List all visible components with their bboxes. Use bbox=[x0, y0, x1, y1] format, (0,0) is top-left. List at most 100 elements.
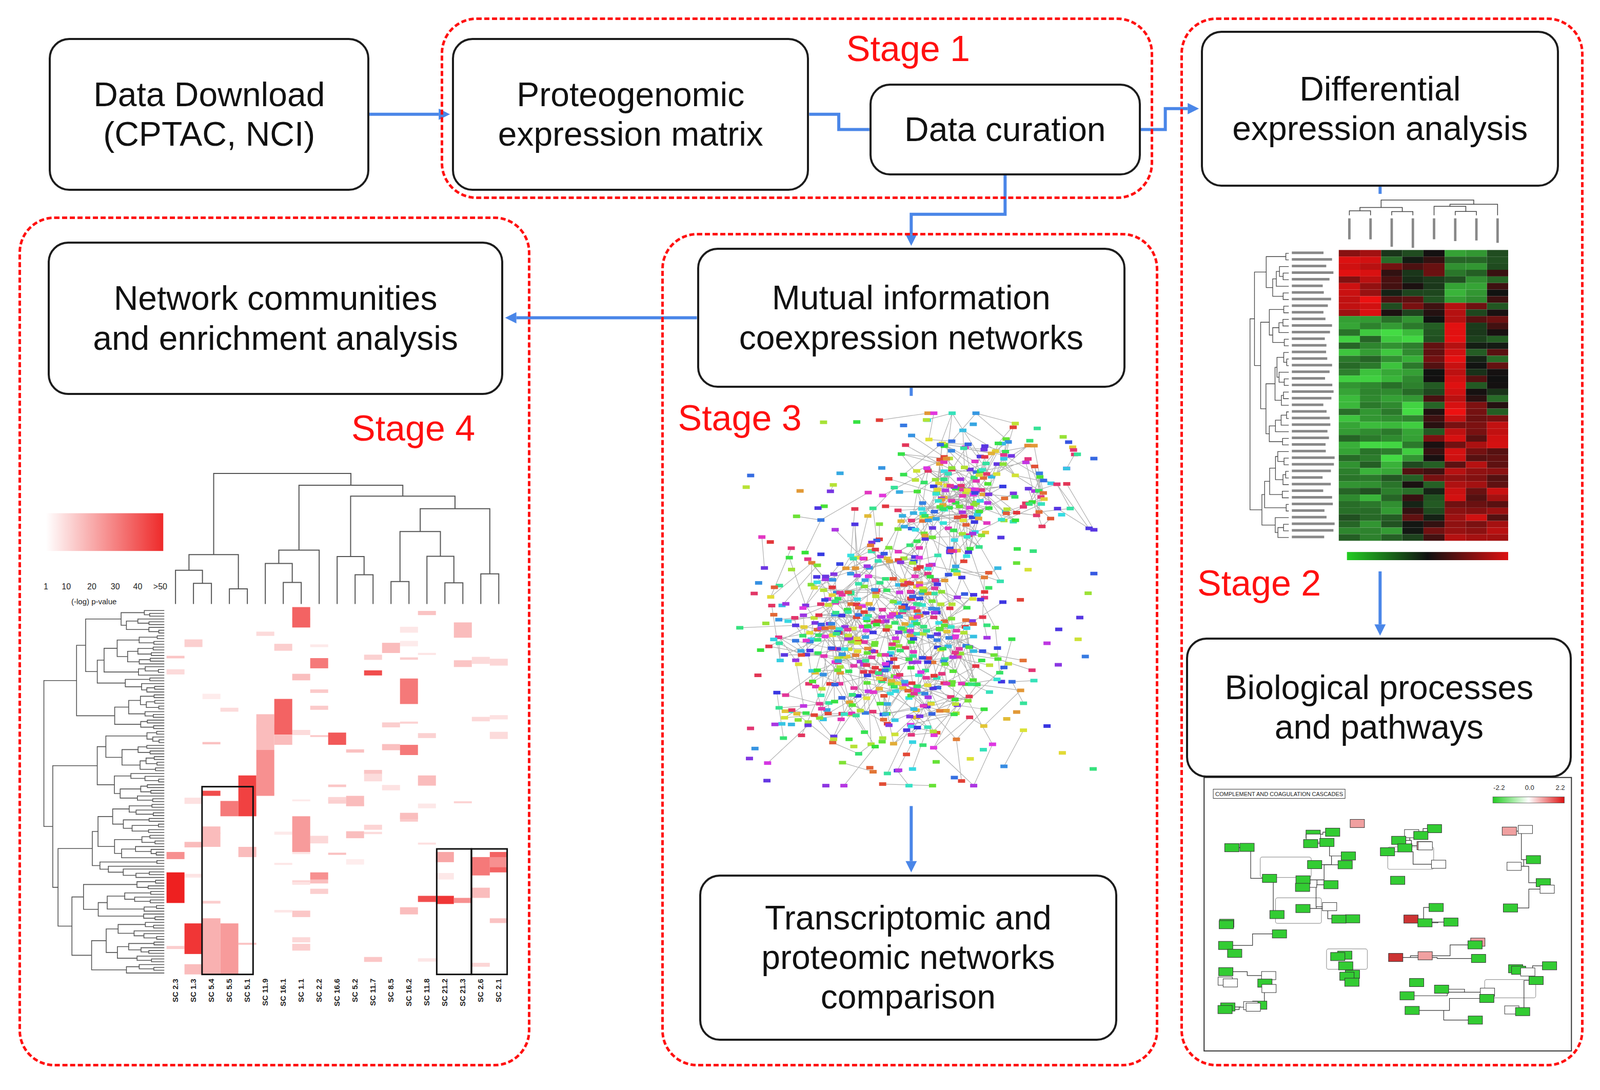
expression-heatmap-part bbox=[1338, 487, 1360, 495]
enrichment-heatmap-part bbox=[400, 678, 419, 705]
coexpression-network-part bbox=[1000, 665, 1008, 670]
coexpression-network-part bbox=[778, 722, 786, 726]
expression-heatmap-part bbox=[1402, 494, 1424, 502]
expression-heatmap-part bbox=[1496, 218, 1499, 244]
expression-heatmap-part bbox=[1359, 408, 1381, 416]
expression-heatmap-part bbox=[1338, 507, 1360, 515]
expression-heatmap-part bbox=[1402, 461, 1424, 469]
coexpression-network-part bbox=[1011, 473, 1019, 478]
expression-heatmap-part bbox=[1465, 455, 1487, 462]
expression-heatmap-part bbox=[1444, 362, 1466, 369]
coexpression-network-part bbox=[824, 711, 832, 716]
coexpression-network-part bbox=[817, 552, 825, 557]
expression-heatmap-part bbox=[1423, 415, 1445, 422]
expression-heatmap-part bbox=[1465, 368, 1487, 376]
expression-heatmap-part bbox=[1380, 263, 1402, 270]
coexpression-network-part bbox=[912, 527, 920, 532]
coexpression-network-part bbox=[775, 705, 783, 710]
expression-heatmap-part bbox=[1359, 322, 1381, 330]
expression-heatmap-part bbox=[1380, 382, 1402, 389]
expression-heatmap-part bbox=[1423, 534, 1445, 541]
coexpression-network-part bbox=[859, 556, 867, 561]
pathway-map-part bbox=[1409, 978, 1425, 987]
expression-heatmap-part bbox=[1402, 428, 1424, 436]
expression-heatmap-part bbox=[1444, 428, 1466, 436]
coexpression-network-part bbox=[1043, 641, 1051, 646]
coexpression-network-part bbox=[885, 723, 893, 727]
coexpression-network-part bbox=[894, 527, 902, 531]
scale-label: 0.0 bbox=[1525, 784, 1535, 792]
pathway-map-part bbox=[1330, 952, 1346, 961]
coexpression-network-part bbox=[979, 615, 987, 620]
expression-heatmap-part bbox=[1291, 469, 1331, 473]
expression-heatmap-part bbox=[1359, 315, 1381, 323]
enrichment-heatmap-part bbox=[202, 900, 221, 904]
expression-heatmap-part bbox=[1487, 269, 1509, 277]
coexpression-network-part bbox=[1039, 491, 1048, 496]
coexpression-network-part bbox=[928, 712, 936, 716]
coexpression-network-part bbox=[779, 736, 787, 741]
coexpression-network-part bbox=[907, 640, 916, 644]
pathway-map-part bbox=[1246, 1003, 1261, 1012]
expression-heatmap-part bbox=[1487, 527, 1509, 535]
coexpression-network-part bbox=[899, 423, 907, 428]
coexpression-network-part bbox=[815, 633, 823, 638]
coexpression-network-part bbox=[947, 549, 956, 553]
coexpression-network-part bbox=[746, 726, 755, 731]
pathway-map-part bbox=[1515, 1007, 1530, 1016]
expression-heatmap-part bbox=[1338, 368, 1360, 376]
coexpression-network-part bbox=[910, 707, 918, 711]
coexpression-network-part bbox=[897, 452, 905, 457]
coexpression-network-part bbox=[746, 473, 755, 478]
coexpression-network-part bbox=[763, 778, 771, 783]
coexpression-network-part bbox=[1081, 654, 1090, 659]
coexpression-network-part bbox=[1004, 662, 1013, 666]
enrichment-heatmap-part bbox=[364, 824, 383, 831]
enrichment-heatmap-part bbox=[166, 669, 185, 675]
expression-heatmap-part bbox=[1487, 494, 1509, 502]
pathway-title: COMPLEMENT AND COAGULATION CASCADES bbox=[1215, 791, 1343, 798]
expression-heatmap-part bbox=[1423, 388, 1445, 396]
enrichment-heatmap-part bbox=[292, 674, 311, 681]
expression-heatmap-part bbox=[1423, 269, 1445, 277]
coexpression-network-part bbox=[844, 610, 853, 615]
coexpression-network-part bbox=[944, 573, 953, 577]
coexpression-network-part bbox=[830, 572, 838, 577]
enrichment-heatmap-part bbox=[166, 852, 185, 860]
expression-heatmap-part bbox=[1453, 218, 1457, 242]
coexpression-network-part bbox=[1012, 518, 1020, 523]
expression-heatmap-part bbox=[1423, 435, 1445, 442]
coexpression-network-part bbox=[924, 518, 933, 523]
coexpression-network-part bbox=[999, 462, 1007, 466]
coexpression-network-part bbox=[832, 610, 840, 615]
expression-heatmap-part bbox=[1402, 362, 1424, 369]
coexpression-network-part bbox=[897, 626, 905, 630]
coexpression-network-part bbox=[939, 507, 947, 511]
coexpression-network-part bbox=[923, 725, 932, 729]
coexpression-network-part bbox=[910, 511, 918, 516]
coexpression-network-part bbox=[933, 582, 941, 587]
coexpression-network-part bbox=[905, 783, 913, 788]
expression-heatmap-part bbox=[1487, 302, 1509, 310]
enrichment-heatmap-part bbox=[310, 872, 329, 880]
coexpression-network-part bbox=[911, 574, 919, 579]
coexpression-network-part bbox=[854, 649, 862, 654]
expression-heatmap-part bbox=[1402, 415, 1424, 422]
expression-heatmap-part bbox=[1338, 527, 1360, 535]
coexpression-network-part bbox=[780, 716, 788, 720]
enrichment-heatmap-part bbox=[175, 473, 499, 605]
coexpression-network-part bbox=[982, 461, 990, 466]
expression-heatmap-part bbox=[1444, 507, 1466, 515]
enrichment-heatmap-part bbox=[202, 742, 221, 745]
enrichment-heatmap-part bbox=[310, 889, 329, 895]
coexpression-network-part bbox=[842, 566, 850, 570]
coexpression-network-part bbox=[821, 598, 829, 602]
coexpression-network-part bbox=[873, 622, 881, 627]
coexpression-network-part bbox=[983, 501, 992, 505]
coexpression-network-part bbox=[1062, 466, 1071, 471]
coexpression-network-part bbox=[932, 491, 940, 496]
pathway-map-part bbox=[1322, 902, 1337, 912]
pathway-map-part bbox=[1218, 967, 1234, 976]
coexpression-network-part bbox=[844, 634, 853, 638]
coexpression-network-part bbox=[819, 420, 827, 425]
